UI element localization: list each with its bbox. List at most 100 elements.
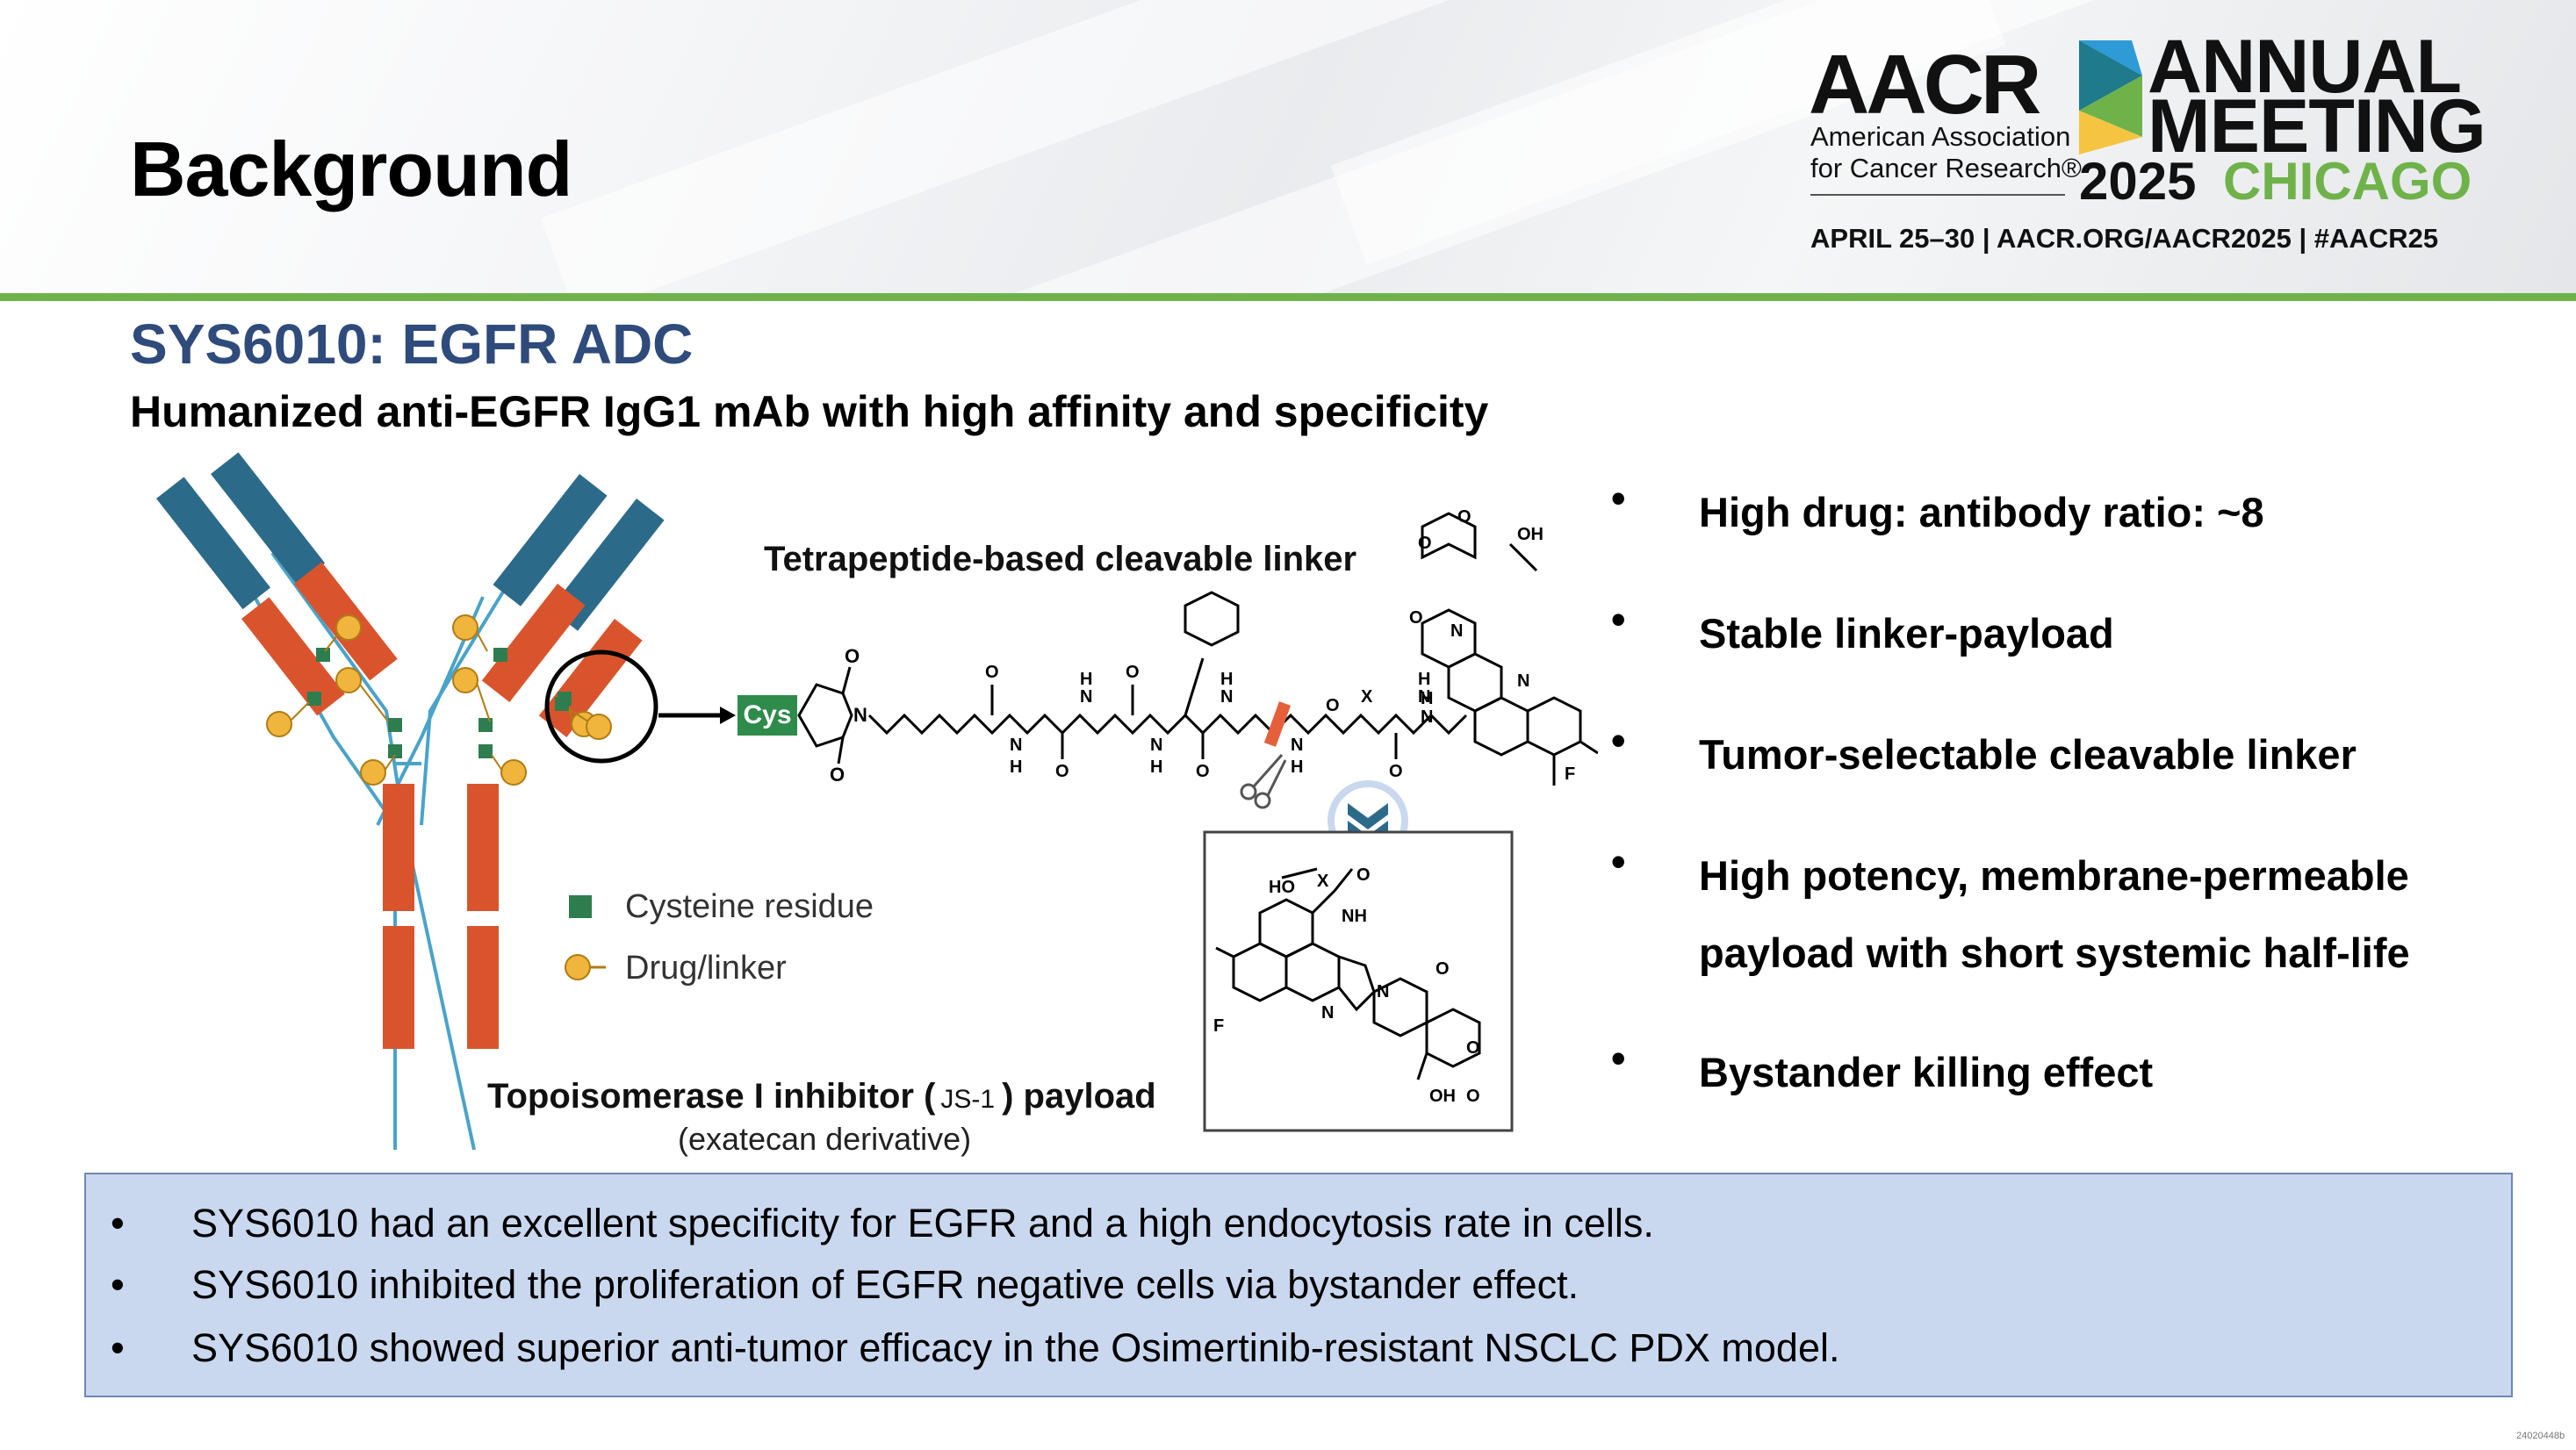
summary-box: • SYS6010 had an excellent specificity f… xyxy=(84,1173,2513,1397)
svg-text:O: O xyxy=(1457,507,1471,527)
right-arm-variable-light xyxy=(550,499,665,631)
payload-top-atoms: O O OH O N N N H F xyxy=(1409,507,1575,784)
meeting-mark-icon xyxy=(2079,40,2142,154)
svg-text:O: O xyxy=(1466,1087,1480,1106)
bullet: • xyxy=(1611,717,1626,764)
adc-schematic-figure: Cys Tetrapeptide-based cleavable linker … xyxy=(140,448,1599,1167)
logo-meeting: MEETING xyxy=(2148,84,2486,169)
left-arm-constant-light xyxy=(241,597,345,716)
zoom-drug xyxy=(586,714,612,740)
svg-text:O: O xyxy=(1389,762,1403,781)
svg-text:N: N xyxy=(853,704,867,726)
svg-text:X: X xyxy=(1361,687,1373,707)
maleimide-ring xyxy=(797,666,853,764)
legend-drug-label: Drug/linker xyxy=(625,950,787,987)
right-arm-variable-heavy xyxy=(493,474,608,607)
phenylalanine-ring xyxy=(1184,591,1240,716)
svg-text:H: H xyxy=(1421,689,1433,708)
summary-text: SYS6010 showed superior anti-tumor effic… xyxy=(191,1325,1840,1370)
logo-annual: ANNUAL xyxy=(2148,25,2462,109)
svg-text:HO: HO xyxy=(1269,878,1295,897)
fc-ch2-right xyxy=(467,784,499,911)
legend-cysteine-swatch xyxy=(569,895,592,918)
logo-divider xyxy=(1810,194,2065,196)
zoom-cysteine xyxy=(555,697,569,711)
scissors-icon xyxy=(1240,754,1287,809)
svg-text:H: H xyxy=(1418,670,1430,689)
bullet: • xyxy=(1611,596,1626,642)
linker-label: Tetrapeptide-based cleavable linker xyxy=(764,540,1356,578)
svg-text:N: N xyxy=(1080,687,1092,707)
svg-text:N: N xyxy=(1517,671,1529,691)
product-subtitle: Humanized anti-EGFR IgG1 mAb with high a… xyxy=(130,387,1489,436)
svg-text:O: O xyxy=(1356,865,1371,885)
payload-box-atoms: HO X O NH F N N O O OH O xyxy=(1213,865,1480,1106)
fc-ch3-right xyxy=(467,926,499,1049)
product-title: SYS6010: EGFR ADC xyxy=(130,312,694,376)
zoom-arrow-head xyxy=(720,707,736,724)
bullet: • xyxy=(111,1325,125,1370)
page-title: Background xyxy=(130,126,572,212)
svg-text:O: O xyxy=(1418,534,1432,553)
feature-text: High drug: antibody ratio: ~8 xyxy=(1699,489,2264,535)
svg-text:NH: NH xyxy=(1342,907,1367,926)
svg-text:H: H xyxy=(1291,757,1303,777)
svg-text:O: O xyxy=(985,663,999,682)
zoom-circle xyxy=(544,650,658,764)
logo-city: CHICAGO xyxy=(2223,152,2472,211)
svg-text:O: O xyxy=(1126,663,1140,682)
svg-text:N: N xyxy=(1291,736,1303,755)
legend-cysteine-label: Cysteine residue xyxy=(625,888,874,925)
fc-ch2-left xyxy=(383,784,414,911)
svg-text:O: O xyxy=(1466,1038,1480,1058)
svg-text:O: O xyxy=(1409,608,1423,628)
drug-linker-groups xyxy=(266,614,597,786)
svg-text:F: F xyxy=(1213,1016,1224,1036)
aacr-org-line1: American Association xyxy=(1810,121,2071,152)
payload-structure-top xyxy=(1421,512,1599,786)
svg-text:O: O xyxy=(1326,696,1340,715)
aacr-annual-meeting-logo: AACR American Association for Cancer Res… xyxy=(1809,25,2546,269)
footer-code: 24020448b xyxy=(2516,1431,2565,1441)
svg-text:F: F xyxy=(1565,764,1575,784)
svg-text:O: O xyxy=(845,645,860,667)
cleavage-site-mark xyxy=(1263,701,1292,747)
svg-text:O: O xyxy=(1055,762,1069,781)
svg-text:N: N xyxy=(1421,707,1433,727)
payload-structure-boxed xyxy=(1215,867,1481,1080)
drug-linker-stems xyxy=(291,631,573,772)
svg-text:O: O xyxy=(1196,762,1210,781)
legend-drug-swatch xyxy=(565,954,591,980)
svg-text:N: N xyxy=(1150,736,1162,755)
adc-diagram: Cys Tetrapeptide-based cleavable linker … xyxy=(156,452,1599,1157)
summary-text: SYS6010 had an excellent specificity for… xyxy=(191,1201,1654,1245)
cys-box xyxy=(738,695,797,736)
svg-text:OH: OH xyxy=(1517,525,1543,544)
svg-text:X: X xyxy=(1317,872,1329,891)
feature-text: High potency, membrane-permeable payload… xyxy=(1699,852,2410,976)
right-arm-constant-heavy xyxy=(481,584,586,702)
feature-text: Bystander killing effect xyxy=(1699,1049,2154,1095)
payload-subcaption: (exatecan derivative) xyxy=(678,1121,971,1157)
left-arm-variable-light xyxy=(156,477,271,610)
svg-text:O: O xyxy=(830,764,845,786)
fc-ch3-left xyxy=(383,926,414,1049)
feature-text: Tumor-selectable cleavable linker xyxy=(1699,731,2357,778)
svg-text:N: N xyxy=(1418,687,1430,707)
aacr-wordmark: AACR xyxy=(1809,38,2041,132)
bullet: • xyxy=(111,1262,125,1307)
linker-chain xyxy=(867,713,1468,736)
svg-text:N: N xyxy=(1450,621,1463,641)
cys-label: Cys xyxy=(743,700,791,729)
left-arm-variable-heavy xyxy=(211,452,326,585)
svg-text:O: O xyxy=(1436,959,1450,979)
payload-box xyxy=(1203,830,1514,1132)
bullet: • xyxy=(1611,838,1626,885)
header-banner: Background AACR American Association for… xyxy=(0,0,2576,295)
logo-year: 2025 xyxy=(2079,152,2197,211)
svg-text:N: N xyxy=(1220,687,1233,707)
linker-atoms: O N H O N H O N H O N H N H O X O xyxy=(985,663,1430,781)
bullet: • xyxy=(1611,1035,1626,1081)
bullet: • xyxy=(1611,475,1626,521)
